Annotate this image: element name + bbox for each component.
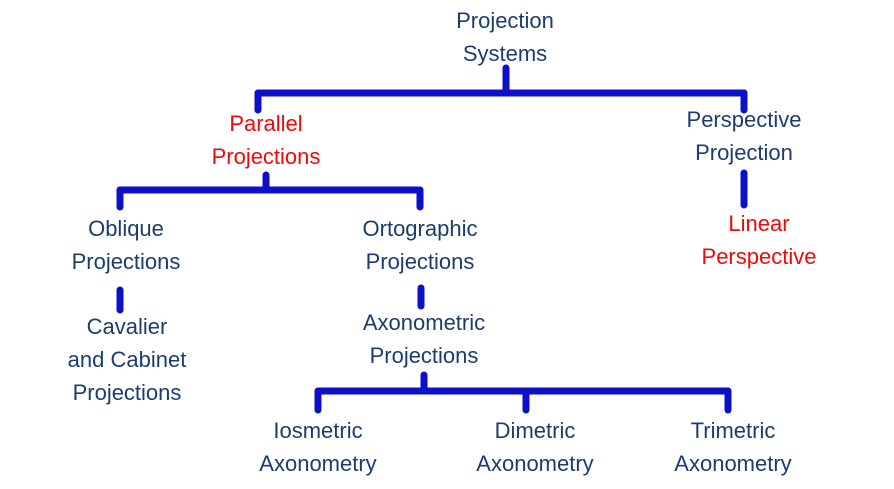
node-trimetric-axonometry: Trimetric Axonometry: [674, 414, 791, 480]
node-label-line: Projections: [369, 343, 479, 368]
node-label-line: Ortographic: [362, 216, 478, 241]
node-oblique-projections: Oblique Projections: [72, 212, 181, 278]
node-perspective-projection: Perspective Projection: [687, 103, 802, 169]
node-label-line: Axonometry: [476, 451, 594, 476]
node-parallel-projections: Parallel Projections: [212, 107, 321, 173]
node-projection-systems: Projection Systems: [456, 4, 554, 70]
node-label-line: Projections: [211, 144, 321, 169]
node-label-line: Projection: [456, 8, 554, 33]
node-label-line: Oblique: [88, 216, 164, 241]
node-label-line: Axonometry: [674, 451, 792, 476]
node-cavalier-cabinet-projections: Cavalier and Cabinet Projections: [68, 310, 187, 409]
node-label-line: Projections: [72, 380, 182, 405]
node-label-line: Cavalier: [86, 314, 168, 339]
node-label-line: Projections: [71, 249, 181, 274]
node-label-line: Projection: [695, 140, 793, 165]
node-label-line: Perspective: [686, 107, 802, 132]
node-label-line: Trimetric: [690, 418, 776, 443]
node-linear-perspective: Linear Perspective: [702, 207, 817, 273]
node-label-line: Axonometric: [362, 310, 486, 335]
node-label-line: Perspective: [701, 244, 817, 269]
node-axonometric-projections: Axonometric Projections: [363, 306, 485, 372]
node-label-line: Projections: [365, 249, 475, 274]
node-dimetric-axonometry: Dimetric Axonometry: [476, 414, 593, 480]
node-label-line: Dimetric: [494, 418, 576, 443]
node-label-line: Systems: [462, 41, 548, 66]
node-ortographic-projections: Ortographic Projections: [363, 212, 478, 278]
node-label-line: Linear: [728, 211, 790, 236]
node-label-line: and Cabinet: [67, 347, 187, 372]
node-isometric-axonometry: Iosmetric Axonometry: [259, 414, 376, 480]
node-label-line: Iosmetric: [273, 418, 363, 443]
node-label-line: Axonometry: [259, 451, 377, 476]
node-label-line: Parallel: [229, 111, 303, 136]
